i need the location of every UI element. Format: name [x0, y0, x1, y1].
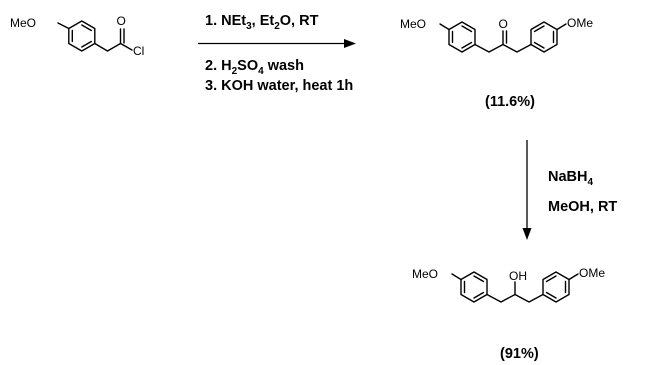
alcohol-right-ring: [542, 271, 570, 303]
acyl-chain: [94, 42, 122, 52]
alcohol-chain: [486, 293, 544, 303]
step1-condition-3: 3. KOH water, heat 1h: [205, 78, 353, 94]
step1-arrow: [198, 39, 356, 48]
chlorine-label: Cl: [133, 44, 144, 58]
ketone-yield: (11.6%): [485, 94, 535, 110]
step2-reagent: NaBH4: [548, 169, 593, 188]
ketone-o-label: O: [499, 17, 508, 31]
alcohol-methoxy-left: MeO: [412, 267, 438, 281]
starting-material: MeO O Cl: [10, 14, 144, 58]
ketone-methoxy-left: MeO: [400, 17, 426, 31]
ketone-product: MeO O OMe (11.6%): [400, 16, 593, 110]
alcohol-product: MeO OH OMe (91%): [412, 266, 605, 362]
ketone-chain: [474, 43, 532, 53]
alcohol-yield: (91%): [500, 346, 539, 362]
step2-solvent: MeOH, RT: [548, 199, 617, 215]
ketone-left-ring: [448, 21, 476, 53]
starting-material-ring: [68, 20, 96, 52]
alcohol-left-ring: [460, 271, 488, 303]
c-cl-bond: [119, 42, 133, 51]
ketone-right-ring: [530, 21, 558, 53]
ketone-methoxy-right: OMe: [567, 16, 593, 30]
step2-arrow: [522, 140, 532, 240]
methoxy-label: MeO: [10, 16, 36, 30]
step1-condition-1: 1. NEt3, Et2O, RT: [205, 13, 319, 32]
alcohol-methoxy-right: OMe: [579, 266, 605, 280]
carbonyl-o-label: O: [117, 14, 126, 28]
methoxy-bond: [57, 22, 70, 30]
alcohol-oh-label: OH: [509, 269, 527, 283]
step1-condition-2: 2. H2SO4 wash: [205, 58, 304, 77]
